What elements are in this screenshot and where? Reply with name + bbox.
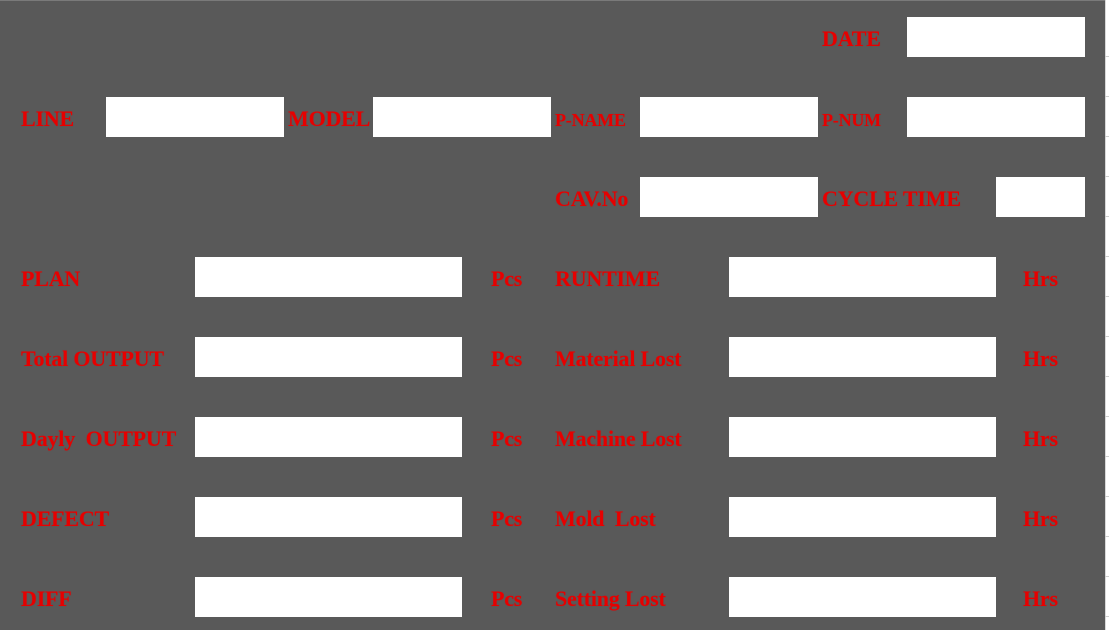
plan-field[interactable] (195, 257, 462, 297)
model-field[interactable] (373, 97, 551, 137)
diff-unit: Pcs (491, 586, 523, 611)
cycle-time-field[interactable] (996, 177, 1085, 217)
model-label: MODEL (288, 106, 371, 131)
material-lost-label: Material Lost (555, 346, 682, 371)
total-output-label: Total OUTPUT (21, 346, 164, 371)
material-lost-field[interactable] (729, 337, 996, 377)
cavity-number-field[interactable] (640, 177, 818, 217)
gridline (1105, 296, 1109, 297)
runtime-unit: Hrs (1023, 266, 1058, 291)
plan-unit: Pcs (491, 266, 523, 291)
pnum-field[interactable] (907, 97, 1085, 137)
daily-output-label: Dayly OUTPUT (21, 426, 177, 451)
machine-lost-field[interactable] (729, 417, 996, 457)
cycle-time-label: CYCLE TIME (822, 186, 961, 211)
mold-lost-field[interactable] (729, 497, 996, 537)
daily-output-field[interactable] (195, 417, 462, 457)
gridline (1105, 176, 1109, 177)
total-output-field[interactable] (195, 337, 462, 377)
machine-lost-label: Machine Lost (555, 426, 682, 451)
gridline (1105, 576, 1109, 577)
total-output-unit: Pcs (491, 346, 523, 371)
runtime-field[interactable] (729, 257, 996, 297)
gridline (1105, 56, 1109, 57)
mold-lost-label: Mold Lost (555, 506, 656, 531)
gridline (1105, 336, 1109, 337)
line-field[interactable] (106, 97, 284, 137)
pnum-label: P-NUM (822, 110, 881, 130)
gridline (1105, 616, 1109, 617)
runtime-label: RUNTIME (555, 266, 660, 291)
setting-lost-label: Setting Lost (555, 586, 666, 611)
gridline (1105, 376, 1109, 377)
material-lost-unit: Hrs (1023, 346, 1058, 371)
gridline (1105, 136, 1109, 137)
mold-lost-unit: Hrs (1023, 506, 1058, 531)
diff-label: DIFF (21, 586, 72, 611)
pname-field[interactable] (640, 97, 818, 137)
gridline (1105, 416, 1109, 417)
defect-field[interactable] (195, 497, 462, 537)
plan-label: PLAN (21, 266, 81, 291)
pname-label: P-NAME (555, 110, 626, 130)
setting-lost-field[interactable] (729, 577, 996, 617)
diff-field[interactable] (195, 577, 462, 617)
date-field[interactable] (907, 17, 1085, 57)
sheet-edge (1105, 0, 1106, 630)
machine-lost-unit: Hrs (1023, 426, 1058, 451)
gridline (1105, 456, 1109, 457)
gridline (1105, 496, 1109, 497)
gridline (1105, 216, 1109, 217)
gridline (1105, 256, 1109, 257)
defect-unit: Pcs (491, 506, 523, 531)
setting-lost-unit: Hrs (1023, 586, 1058, 611)
daily-output-unit: Pcs (491, 426, 523, 451)
gridline (1105, 536, 1109, 537)
line-label: LINE (21, 106, 74, 131)
cavity-number-label: CAV.No (555, 186, 629, 211)
gridline (1105, 96, 1109, 97)
date-label: DATE (822, 26, 881, 51)
defect-label: DEFECT (21, 506, 110, 531)
